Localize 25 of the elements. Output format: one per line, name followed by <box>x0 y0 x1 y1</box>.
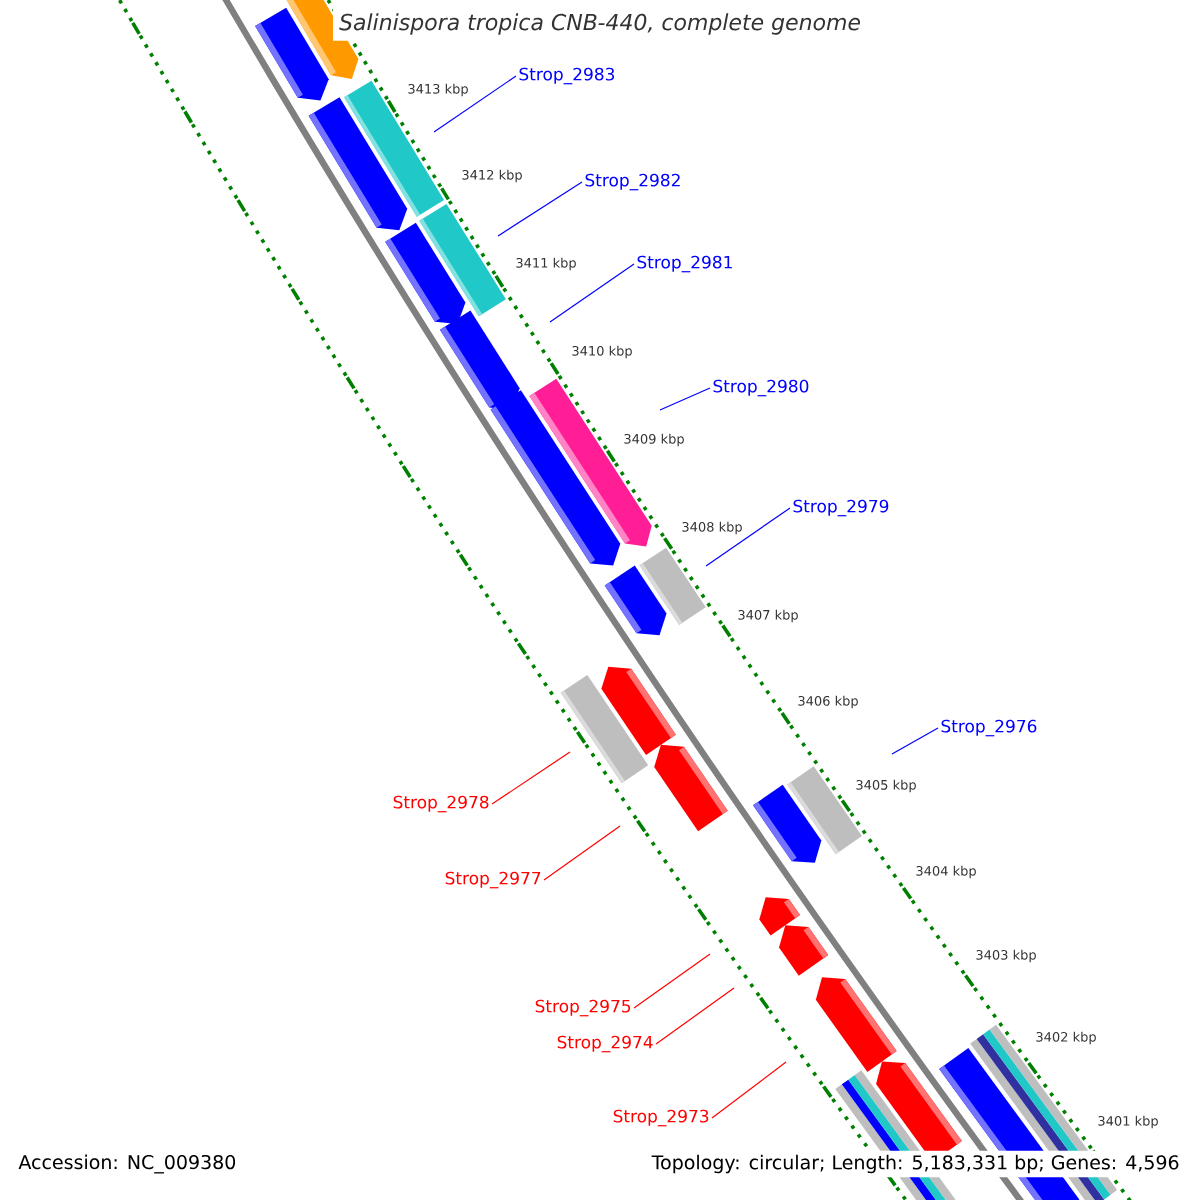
gene-label: Strop_2981 <box>637 255 732 273</box>
gene-label: Strop_2977 <box>445 871 541 889</box>
gene-label: Strop_2980 <box>713 379 809 397</box>
leader-line <box>549 263 635 323</box>
gene-label: Strop_2973 <box>613 1109 709 1127</box>
leader-line <box>659 387 711 411</box>
leader-line <box>711 1061 787 1119</box>
leader-line <box>433 75 517 133</box>
leader-line <box>705 507 791 567</box>
leader-line <box>491 751 571 805</box>
gene-label: Strop_2974 <box>557 1035 653 1053</box>
gene-label: Strop_2982 <box>585 173 680 191</box>
leader-line <box>543 825 621 881</box>
gene-label: Strop_2978 <box>393 795 489 813</box>
gene-label: Strop_2975 <box>535 999 631 1017</box>
gene-label: Strop_2979 <box>793 499 889 517</box>
genome-info-text: Topology: circular; Length: 5,183,331 bp; Genes: 4,596 <box>647 1150 1184 1178</box>
accession-text: Accession: NC_009380 <box>18 1154 236 1174</box>
leader-line <box>633 953 711 1009</box>
title: Salinispora tropica CNB-440, complete genome <box>333 7 867 41</box>
gene-label: Strop_2976 <box>941 719 1037 737</box>
leader-line <box>655 987 735 1045</box>
gene-label: Strop_2983 <box>519 67 615 85</box>
leader-line <box>497 181 583 237</box>
leader-line <box>891 727 939 755</box>
